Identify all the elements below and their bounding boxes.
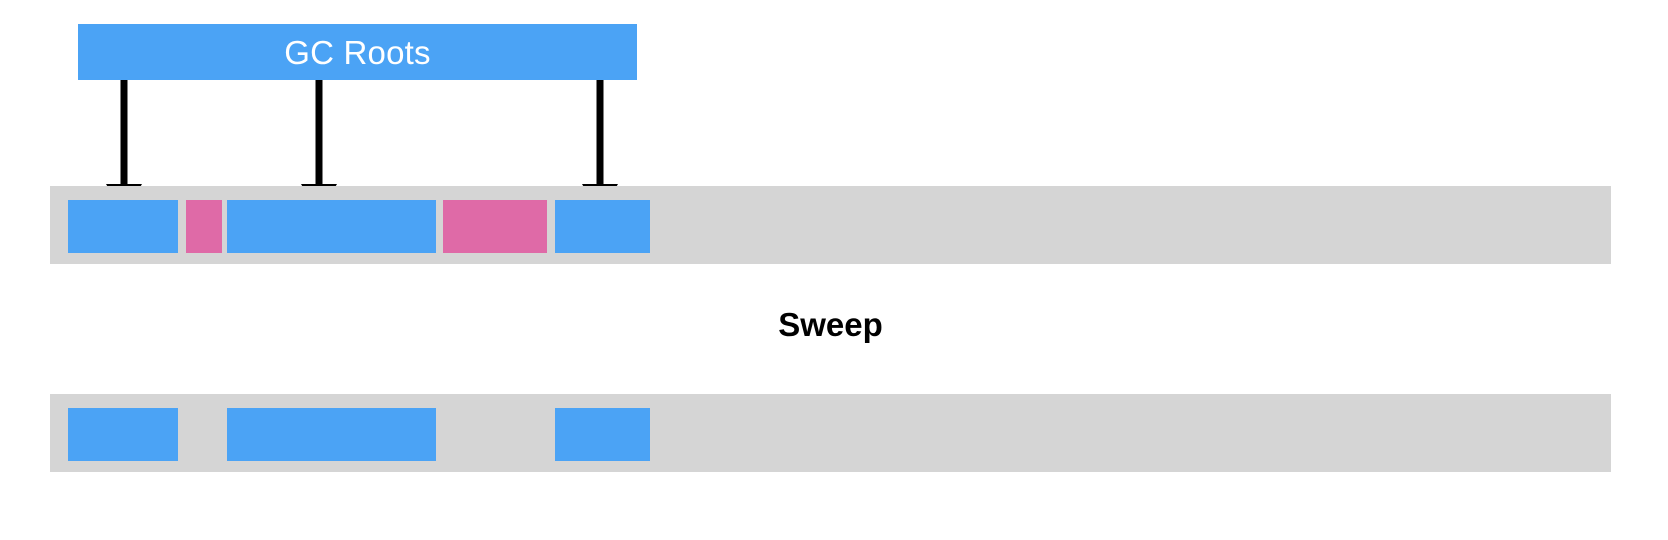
heap-block-object-2-garbage [186,200,222,253]
heap-block-object-1-live [68,200,178,253]
gc-roots-label: GC Roots [284,33,431,71]
heap-block-object-3-live [227,408,436,461]
heap-block-object-5-live [555,408,650,461]
phase-label-sweep: Sweep [778,306,883,343]
heap-block-object-5-live [555,200,650,253]
heap-before-sweep [50,186,1611,264]
heap-after-sweep [50,394,1611,472]
heap-block-object-4-garbage [443,200,547,253]
heap-block-object-3-live [227,200,436,253]
gc-roots-box: GC Roots [78,24,637,80]
heap-block-object-1-live [68,408,178,461]
